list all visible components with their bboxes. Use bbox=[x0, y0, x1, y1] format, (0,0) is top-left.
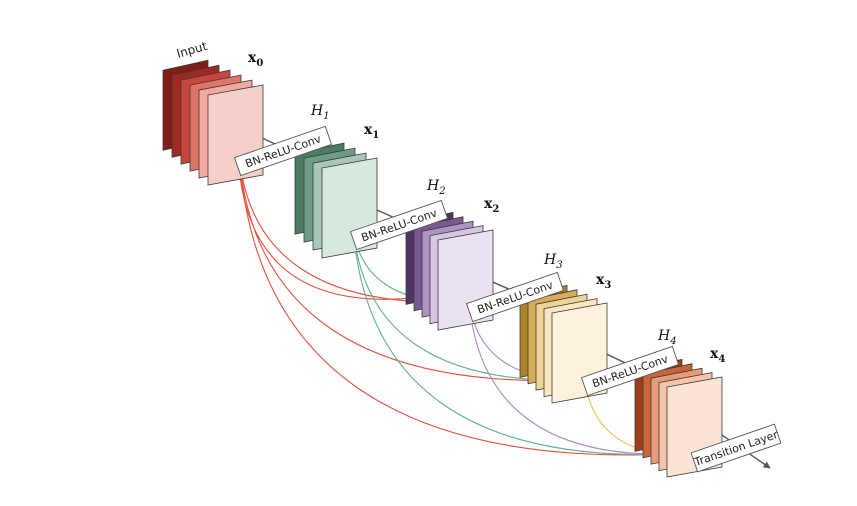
feature-map-label-x2: x2 bbox=[484, 196, 499, 215]
input-label: Input bbox=[175, 39, 209, 61]
feature-map-label-x1: x1 bbox=[364, 122, 379, 141]
layer-label-h3: H3 bbox=[543, 252, 563, 271]
skip-connection bbox=[237, 127, 706, 456]
feature-map-stack-x0 bbox=[162, 59, 264, 186]
feature-map-stack-x3 bbox=[519, 284, 608, 404]
layer-label-h4: H4 bbox=[657, 328, 677, 347]
feature-map-stacks bbox=[162, 59, 723, 478]
skip-connection bbox=[351, 199, 706, 456]
feature-map-label-x0: x0 bbox=[248, 50, 263, 69]
layer-label-h1: H1 bbox=[310, 103, 330, 122]
layer-label-h2: H2 bbox=[426, 178, 446, 197]
feature-map-label-x3: x3 bbox=[596, 272, 611, 291]
feature-map-stack-x1 bbox=[294, 142, 378, 259]
feature-map-stack-x4 bbox=[634, 358, 723, 478]
feature-map-label-x4: x4 bbox=[710, 346, 725, 365]
skip-connection bbox=[237, 127, 611, 382]
